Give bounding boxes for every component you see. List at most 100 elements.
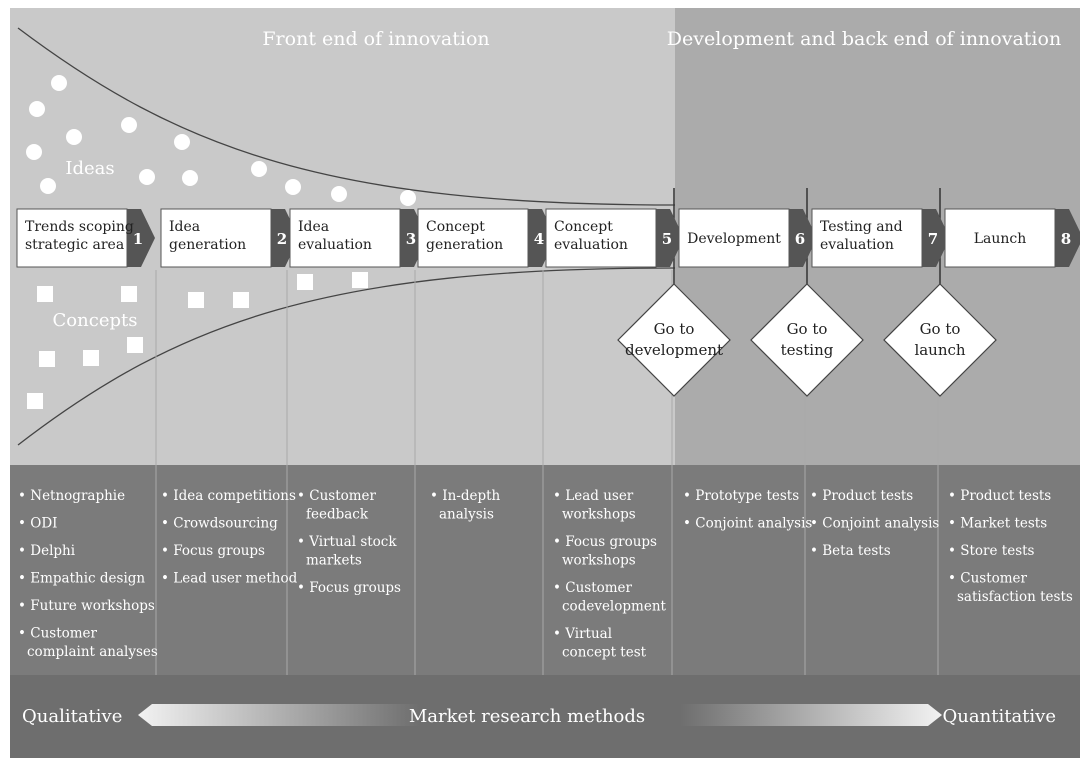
method-item: • Prototype tests bbox=[683, 488, 799, 504]
method-item: • Customer bbox=[948, 571, 1028, 587]
methods-panel bbox=[10, 465, 1080, 675]
gate-label-line: Go to bbox=[787, 320, 828, 338]
stage-label-line: evaluation bbox=[298, 237, 372, 253]
stage-number: 7 bbox=[928, 230, 938, 248]
methods-column-6: • Prototype tests• Conjoint analysis bbox=[683, 488, 812, 532]
method-item: • Virtual stock bbox=[297, 534, 397, 550]
stage-label-line: Concept bbox=[426, 219, 485, 235]
qualitative-gradient-arrow bbox=[138, 704, 420, 726]
stage-label-line: Idea bbox=[298, 219, 329, 235]
methods-column-3: • Customer feedback • Virtual stock markets… bbox=[297, 488, 401, 596]
stage-number-tab bbox=[1055, 209, 1080, 267]
stage-number: 4 bbox=[534, 230, 544, 248]
method-item: • Empathic design bbox=[18, 571, 145, 587]
method-item: • Netnographie bbox=[18, 488, 125, 504]
funnel-top-curve bbox=[17, 27, 676, 206]
stage-label-line: strategic area bbox=[25, 237, 124, 253]
stage-4: Concept generation 4 bbox=[417, 208, 556, 268]
stage-box bbox=[678, 208, 790, 268]
stage-number: 8 bbox=[1061, 230, 1071, 248]
method-item: • Customer bbox=[297, 488, 377, 504]
method-item: • Lead user bbox=[553, 488, 634, 504]
method-item-cont: workshops bbox=[562, 553, 636, 569]
method-item-cont: complaint analyses bbox=[27, 644, 158, 660]
method-item: • Store tests bbox=[948, 543, 1035, 559]
ideas-label: Ideas bbox=[65, 158, 114, 179]
methods-columns: • Netnographie• ODI• Delphi• Empathic de… bbox=[18, 488, 1073, 661]
method-item-cont: feedback bbox=[306, 507, 369, 523]
method-item: • Future workshops bbox=[18, 598, 155, 614]
method-item: • Lead user method bbox=[161, 571, 298, 587]
stage-label-line: Testing and bbox=[820, 219, 903, 235]
gate-1: Go to development bbox=[617, 283, 731, 397]
stage-box bbox=[16, 208, 128, 268]
gate-label-line: Go to bbox=[654, 320, 695, 338]
back-end-header: Development and back end of innovation bbox=[667, 28, 1061, 50]
method-item: • Virtual bbox=[553, 626, 612, 642]
gate-label-line: development bbox=[625, 341, 723, 359]
methods-column-2: • Idea competitions • Crowdsourcing • Focu… bbox=[161, 488, 298, 587]
stage-6: Development 6 bbox=[678, 208, 817, 268]
method-item-cont: markets bbox=[306, 553, 362, 569]
stage-box bbox=[944, 208, 1056, 268]
method-item: • Conjoint analysis bbox=[810, 516, 939, 532]
stage-label-line: generation bbox=[169, 237, 246, 253]
stage-label-line: generation bbox=[426, 237, 503, 253]
stage-number: 6 bbox=[795, 230, 805, 248]
quantitative-label: Quantitative bbox=[943, 706, 1056, 727]
stage-7: Testing and evaluation 7 bbox=[811, 208, 950, 268]
method-item: • In-depth bbox=[430, 488, 501, 504]
stage-number: 2 bbox=[277, 230, 287, 248]
method-item-cont: codevelopment bbox=[562, 599, 667, 615]
method-item: • Product tests bbox=[948, 488, 1051, 504]
method-item: • Focus groups bbox=[161, 543, 265, 559]
methods-column-7: • Product tests• Conjoint analysis• Beta… bbox=[810, 488, 939, 559]
methods-column-8: • Product tests • Market tests • Store tes… bbox=[948, 488, 1073, 605]
method-item: • Market tests bbox=[948, 516, 1047, 532]
method-item: • Crowdsourcing bbox=[161, 516, 278, 532]
methods-column-1: • Netnographie• ODI• Delphi• Empathic de… bbox=[18, 488, 158, 660]
concepts-label: Concepts bbox=[53, 310, 138, 331]
concept-squares bbox=[27, 272, 368, 409]
stage-number: 5 bbox=[662, 230, 672, 248]
stage-box bbox=[811, 208, 923, 268]
method-item: • Idea competitions bbox=[161, 488, 296, 504]
stage-label-line: Development bbox=[687, 231, 781, 247]
gate-label-line: launch bbox=[914, 341, 965, 359]
stage-box bbox=[160, 208, 272, 268]
method-item: • Beta tests bbox=[810, 543, 891, 559]
stage-label-line: Trends scoping bbox=[25, 219, 134, 235]
method-item-cont: analysis bbox=[439, 507, 494, 523]
stage-number-tab bbox=[789, 209, 817, 267]
stage-box bbox=[289, 208, 401, 268]
method-item: • ODI bbox=[18, 516, 57, 532]
stage-label-line: evaluation bbox=[820, 237, 894, 253]
gate-diamond bbox=[883, 283, 997, 397]
gate-diamond bbox=[617, 283, 731, 397]
quantitative-gradient-arrow bbox=[680, 704, 942, 726]
method-item-cont: satisfaction tests bbox=[957, 589, 1073, 605]
gate-diamond bbox=[750, 283, 864, 397]
market-research-label: Market research methods bbox=[409, 706, 645, 727]
front-end-header: Front end of innovation bbox=[262, 28, 489, 50]
method-item: • Focus groups bbox=[297, 580, 401, 596]
stage-label-line: evaluation bbox=[554, 237, 628, 253]
methods-column-4: • In-depth analysis bbox=[430, 488, 501, 523]
method-item: • Focus groups bbox=[553, 534, 657, 550]
stage-number-tab bbox=[656, 209, 684, 267]
stage-number-tab bbox=[922, 209, 950, 267]
gate-label-line: testing bbox=[781, 341, 834, 359]
gate-2: Go to testing bbox=[750, 283, 864, 397]
stage-number: 3 bbox=[406, 230, 416, 248]
method-item: • Customer bbox=[18, 626, 98, 642]
